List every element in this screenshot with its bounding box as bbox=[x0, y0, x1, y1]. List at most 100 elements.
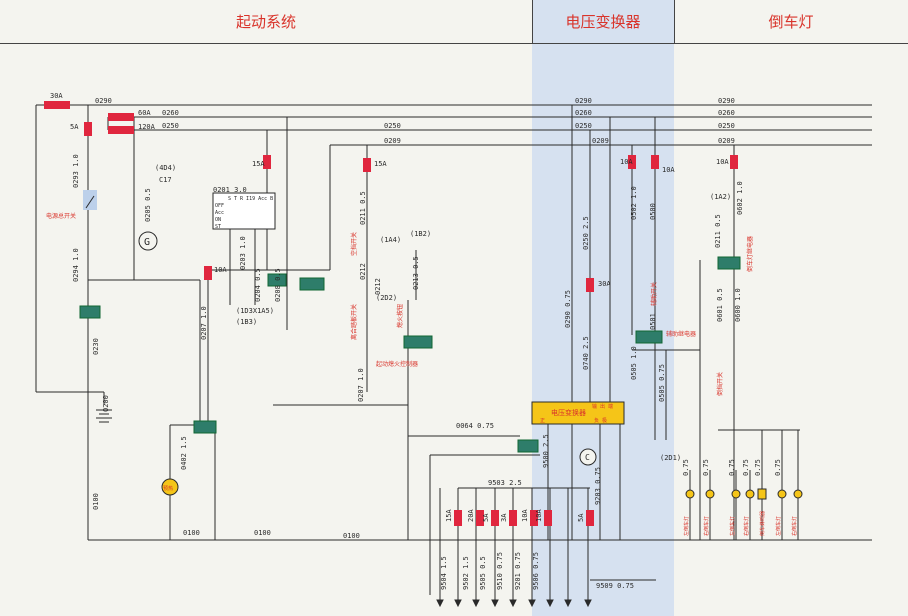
lamp-label: 左倒车灯 bbox=[683, 516, 690, 536]
ignition-row-st: ST bbox=[215, 224, 221, 230]
vertical-label: 0402 1.5 bbox=[180, 436, 188, 470]
voltage-converter-box bbox=[531, 401, 625, 425]
label-9503: 9503 2.5 bbox=[488, 479, 522, 487]
section-header: 起动系统 电压变换器 倒车灯 bbox=[0, 0, 908, 44]
reverse-wire-label: 0.75 bbox=[728, 459, 736, 476]
vertical-label: 0207 1.0 bbox=[357, 368, 365, 402]
vertical-label: 0290 0.75 bbox=[564, 290, 572, 328]
label-rev-0209: 0209 bbox=[718, 137, 735, 145]
vertical-label: 0100 bbox=[92, 493, 100, 510]
lamp-icon-3 bbox=[731, 489, 741, 499]
reverse-wire-label: 0.75 bbox=[702, 459, 710, 476]
component-label: 倒挡开关 bbox=[716, 372, 724, 396]
label-10a-3: 10A bbox=[716, 158, 729, 166]
relay-ign-1 bbox=[267, 273, 287, 287]
vertical-label: 0601 0.5 bbox=[716, 288, 724, 322]
label-0100-b: 0100 bbox=[254, 529, 271, 537]
lamp-icon-4 bbox=[745, 489, 755, 499]
fuse-out-1 bbox=[454, 510, 462, 526]
output-wire-label: 9201 0.75 bbox=[514, 552, 522, 590]
output-wire-label: 9505 0.5 bbox=[479, 556, 487, 590]
label-10a-left: 10A bbox=[214, 266, 227, 274]
vertical-label: 0740 2.5 bbox=[582, 336, 590, 370]
fuse-10a-left bbox=[204, 266, 212, 280]
fuse-15a-neutral bbox=[363, 158, 371, 172]
label-conv-0209: 0209 bbox=[592, 137, 609, 145]
label-0290: 0290 bbox=[95, 97, 112, 105]
ignition-switch-table bbox=[212, 192, 276, 230]
vertical-label: 0502 1.0 bbox=[630, 186, 638, 220]
vertical-label: 0203 1.0 bbox=[239, 236, 247, 270]
lamp-label: 右倒车灯 bbox=[791, 516, 798, 536]
label-1b2: (1B2) bbox=[410, 230, 431, 238]
lamp-label: 右倒车灯 bbox=[743, 516, 750, 536]
label-4d4: (4D4) bbox=[155, 164, 176, 172]
label-rev-0290: 0290 bbox=[718, 97, 735, 105]
component-label: 熄火按钮 bbox=[396, 304, 404, 328]
fuse-30a-conv bbox=[586, 278, 594, 292]
output-fuse-label: 15A bbox=[445, 509, 453, 522]
fuse-15a-ign bbox=[263, 155, 271, 169]
fuse-60a bbox=[108, 113, 134, 121]
relay-main bbox=[79, 305, 101, 319]
output-fuse-label: 5A bbox=[482, 513, 490, 522]
component-label: 起动熄火控制器 bbox=[376, 360, 418, 368]
reverse-lamps bbox=[685, 488, 803, 500]
generator-label: G bbox=[144, 237, 150, 248]
fuse-out-2 bbox=[476, 510, 484, 526]
vertical-label: 0211 0.5 bbox=[714, 214, 722, 248]
reverse-wire-label: 0.75 bbox=[754, 459, 762, 476]
c-circle-label: C bbox=[585, 453, 590, 462]
label-10a-2: 10A bbox=[662, 166, 675, 174]
down-arrow-icon bbox=[564, 599, 572, 608]
wire-labels: 0290 0260 0250 0250 0209 30A 60A 120A 5A… bbox=[50, 92, 735, 590]
fuse-out-4 bbox=[509, 510, 517, 526]
fuses bbox=[44, 101, 738, 526]
output-fuse-label: 20A bbox=[467, 509, 475, 522]
converter-band bbox=[532, 44, 674, 616]
vertical-label: 0294 1.0 bbox=[72, 248, 80, 282]
lamp-icon-1 bbox=[685, 489, 695, 499]
vertical-label: 0250 2.5 bbox=[582, 216, 590, 250]
down-arrow-icon bbox=[546, 599, 554, 608]
output-wire-label: 9504 1.5 bbox=[440, 556, 448, 590]
vertical-label: 0208 0.5 bbox=[274, 268, 282, 302]
down-arrow-icon bbox=[509, 599, 517, 608]
reverse-wire-label: 0.75 bbox=[774, 459, 782, 476]
reverse-wire-label: 0.75 bbox=[742, 459, 750, 476]
output-fuse-label: 5A bbox=[577, 513, 585, 522]
label-rev-0250: 0250 bbox=[718, 122, 735, 130]
preheat-lamp-label: 预热 bbox=[163, 485, 173, 492]
label-0100-c: 0100 bbox=[343, 532, 360, 540]
down-arrow-icon bbox=[472, 599, 480, 608]
lamp-label: 倒车蜂鸣器 bbox=[759, 511, 766, 536]
buzzer-icon bbox=[757, 488, 767, 500]
label-2d1: (2D1) bbox=[660, 454, 681, 462]
generator-icon bbox=[138, 231, 158, 251]
vertical-label: 0212 bbox=[374, 278, 382, 295]
down-arrow-icon bbox=[584, 599, 592, 608]
fuse-30a bbox=[44, 101, 70, 109]
label-conv-0250: 0250 bbox=[575, 122, 592, 130]
wires bbox=[35, 104, 872, 595]
fuse-120a bbox=[108, 126, 134, 134]
label-2d2: (2D2) bbox=[376, 294, 397, 302]
converter-right-label: 负 极 bbox=[594, 417, 607, 424]
relay-reverse bbox=[717, 256, 741, 270]
fuse-out-6 bbox=[544, 510, 552, 526]
relay-conv bbox=[517, 439, 539, 453]
label-0250: 0250 bbox=[162, 122, 179, 130]
preheat-lamp-icon bbox=[161, 478, 179, 496]
label-1a4: (1A4) bbox=[380, 236, 401, 244]
label-10a-1: 10A bbox=[620, 158, 633, 166]
component-label: 电源总开关 bbox=[46, 212, 76, 220]
vertical-label: 0211 0.5 bbox=[359, 191, 367, 225]
label-1a2: (1A2) bbox=[710, 193, 731, 201]
section-title-converter: 电压变换器 bbox=[532, 0, 674, 43]
component-label: 辅助开关 bbox=[650, 282, 658, 306]
component-label: 离合踏板开关 bbox=[350, 304, 358, 340]
fuse-10a-3 bbox=[730, 155, 738, 169]
fuse-10a-1 bbox=[628, 155, 636, 169]
